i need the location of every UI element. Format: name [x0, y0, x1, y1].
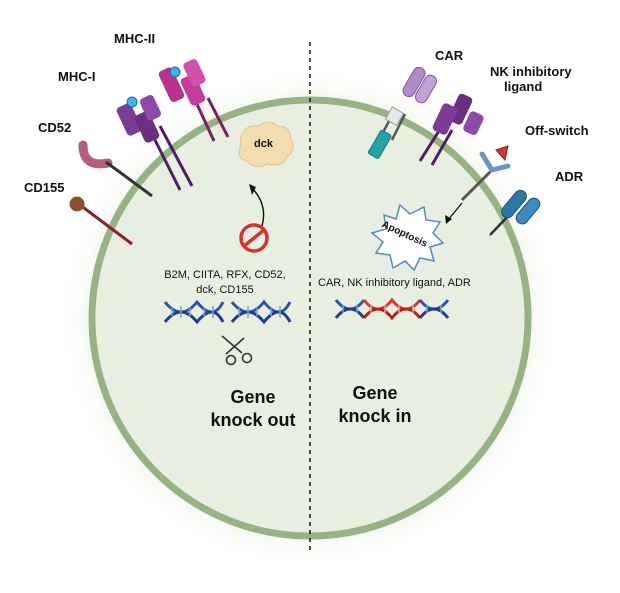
- label-car: CAR: [435, 48, 464, 63]
- curved-arrow-icon: [251, 187, 265, 227]
- dna-knockout-right-icon: [230, 299, 292, 325]
- nk-inhibitory-ligand-icon: [418, 93, 484, 166]
- label-off-switch: Off-switch: [525, 123, 589, 138]
- apoptosis-arrow-icon: [447, 202, 463, 221]
- knockout-gene-list-line2: dck, CD155: [196, 284, 254, 296]
- label-adr: ADR: [555, 169, 584, 184]
- knockin-gene-list: CAR, NK inhibitory ligand, ADR: [318, 277, 471, 289]
- arrow-head-icon: [249, 184, 256, 195]
- no-sign-icon: [239, 223, 269, 253]
- label-mhc2: MHC-II: [114, 31, 156, 46]
- label-mhc1: MHC-I: [58, 69, 96, 84]
- label-dck: dck: [254, 138, 273, 150]
- label-nk-inhibitory-line1: NK inhibitory: [490, 64, 572, 79]
- apoptosis-burst-icon: [370, 203, 445, 272]
- label-nk-inhibitory-line2: ligand: [504, 79, 543, 94]
- knockout-gene-list: B2M, CIITA, RFX, CD52, dck, CD155: [150, 268, 300, 298]
- cd155-receptor-icon: [69, 196, 133, 246]
- label-cd155: CD155: [24, 180, 65, 195]
- knockin-title: Gene knock in: [330, 382, 420, 428]
- cd52-receptor-icon: [78, 140, 153, 198]
- knockout-title: Gene knock out: [188, 386, 318, 432]
- scissors-icon: [221, 335, 253, 366]
- knockout-title-line2: knock out: [210, 410, 296, 430]
- knockout-gene-list-line1: B2M, CIITA, RFX, CD52,: [164, 269, 286, 281]
- dna-knockin-icon: [334, 297, 450, 321]
- label-nk-inhibitory: NK inhibitory ligand: [490, 64, 572, 94]
- off-switch-receptor-icon: [460, 145, 511, 202]
- knockin-title-line2: knock in: [338, 406, 412, 426]
- car-receptor-icon: [368, 66, 437, 159]
- knockout-title-line1: Gene: [230, 387, 276, 407]
- label-cd52: CD52: [38, 120, 72, 135]
- apoptosis-arrow-head-icon: [445, 215, 452, 224]
- adr-receptor-icon: [489, 189, 541, 236]
- dna-knockout-left-icon: [163, 299, 225, 325]
- dck-protein-icon: [238, 121, 294, 168]
- mhc1-receptor-icon: [116, 95, 194, 191]
- knockin-title-line1: Gene: [352, 383, 398, 403]
- mhc2-receptor-icon: [158, 59, 230, 142]
